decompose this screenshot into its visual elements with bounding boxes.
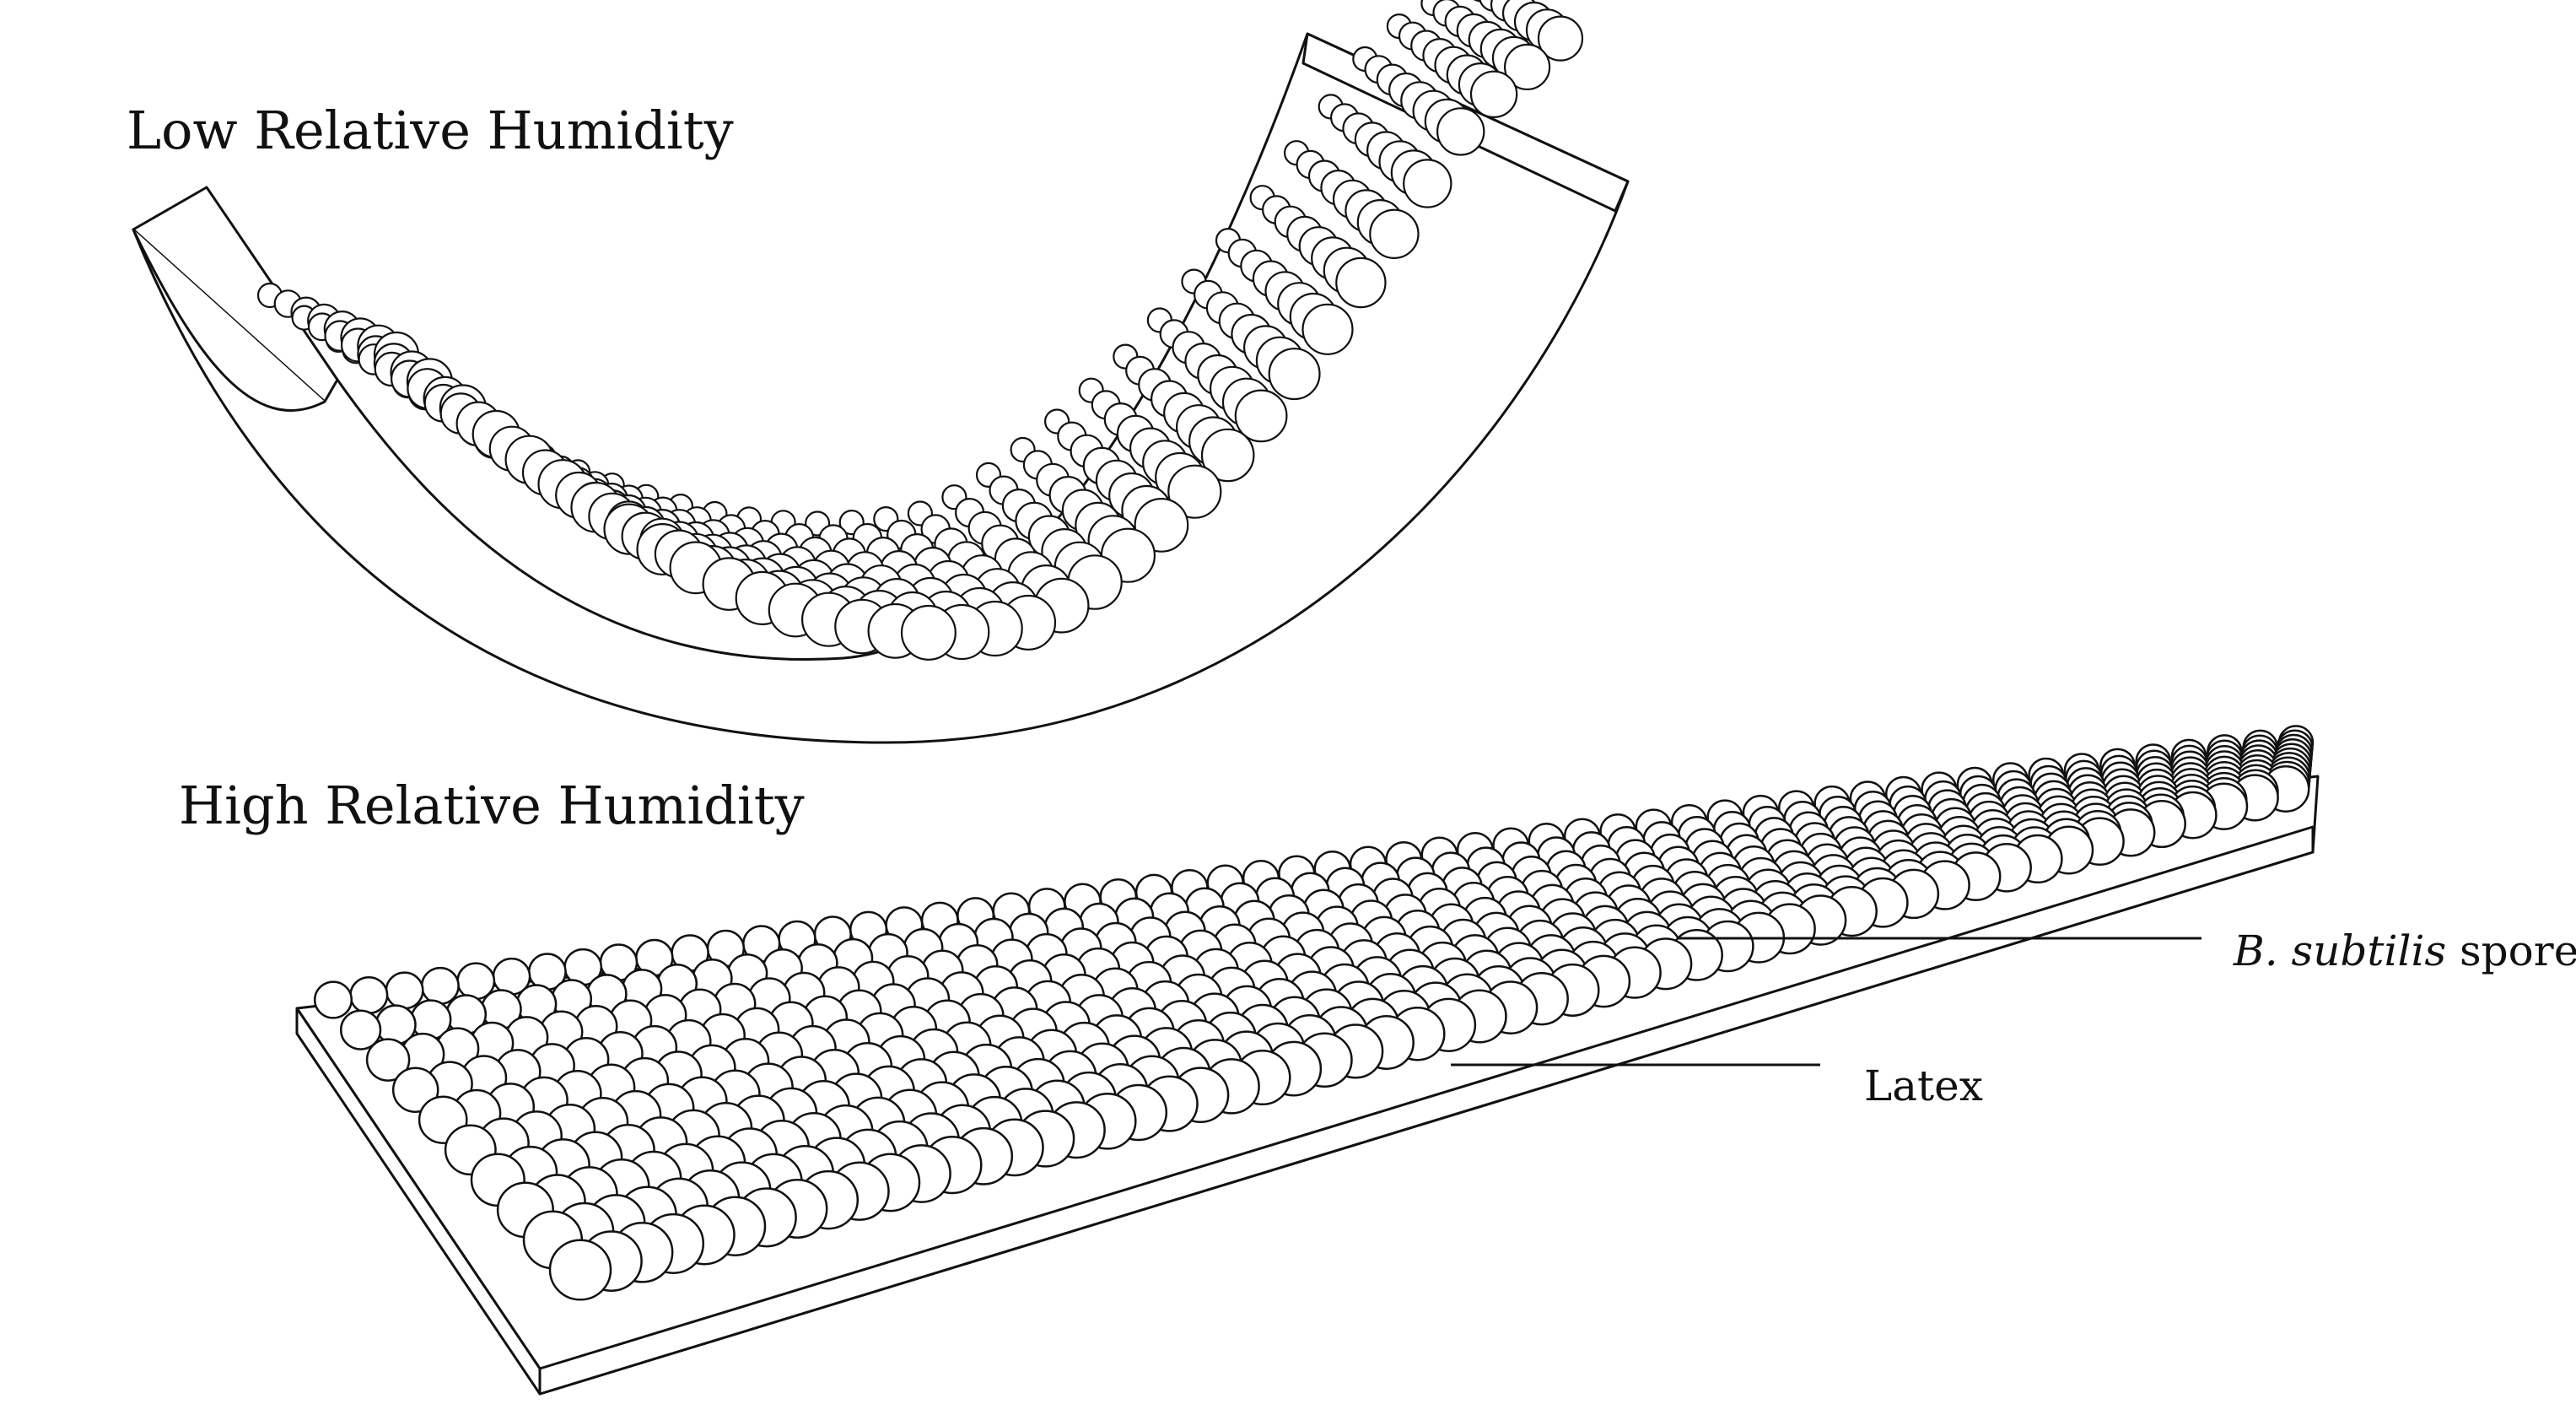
spore (420, 966, 460, 1005)
spore (1403, 159, 1452, 208)
spore (1369, 208, 1420, 259)
spore (1167, 464, 1222, 519)
spore (1436, 107, 1485, 156)
spore (1469, 70, 1518, 119)
spore (1268, 348, 1321, 401)
high-humidity-label: High Relative Humidity (179, 775, 805, 836)
spore (385, 971, 424, 1010)
low-humidity-label: Low Relative Humidity (127, 100, 734, 161)
spore (1301, 303, 1354, 355)
strip-left-end (132, 186, 339, 403)
spore (313, 980, 353, 1019)
latex-label: Latex (1864, 1061, 1983, 1110)
slab-front-face (538, 825, 2315, 1396)
spore (1335, 257, 1387, 309)
spore (900, 604, 957, 661)
spore (339, 1009, 382, 1050)
spore (391, 1067, 439, 1113)
strip-outer-body (132, 32, 1630, 744)
spore (365, 1038, 411, 1082)
spore (1200, 428, 1255, 483)
curved-spore-layer (256, 0, 1584, 661)
spores-word: spores (2460, 926, 2576, 975)
spore (1503, 43, 1551, 91)
spore (349, 975, 389, 1015)
flat-spore-layer (313, 725, 2315, 1301)
spore (548, 1239, 612, 1301)
spores-species-name: B. subtilis (2234, 926, 2447, 975)
spore (1537, 15, 1584, 62)
strip-left-edge (132, 229, 326, 412)
spore (1234, 389, 1288, 443)
spores-label: B. subtilis spores (2234, 926, 2576, 975)
